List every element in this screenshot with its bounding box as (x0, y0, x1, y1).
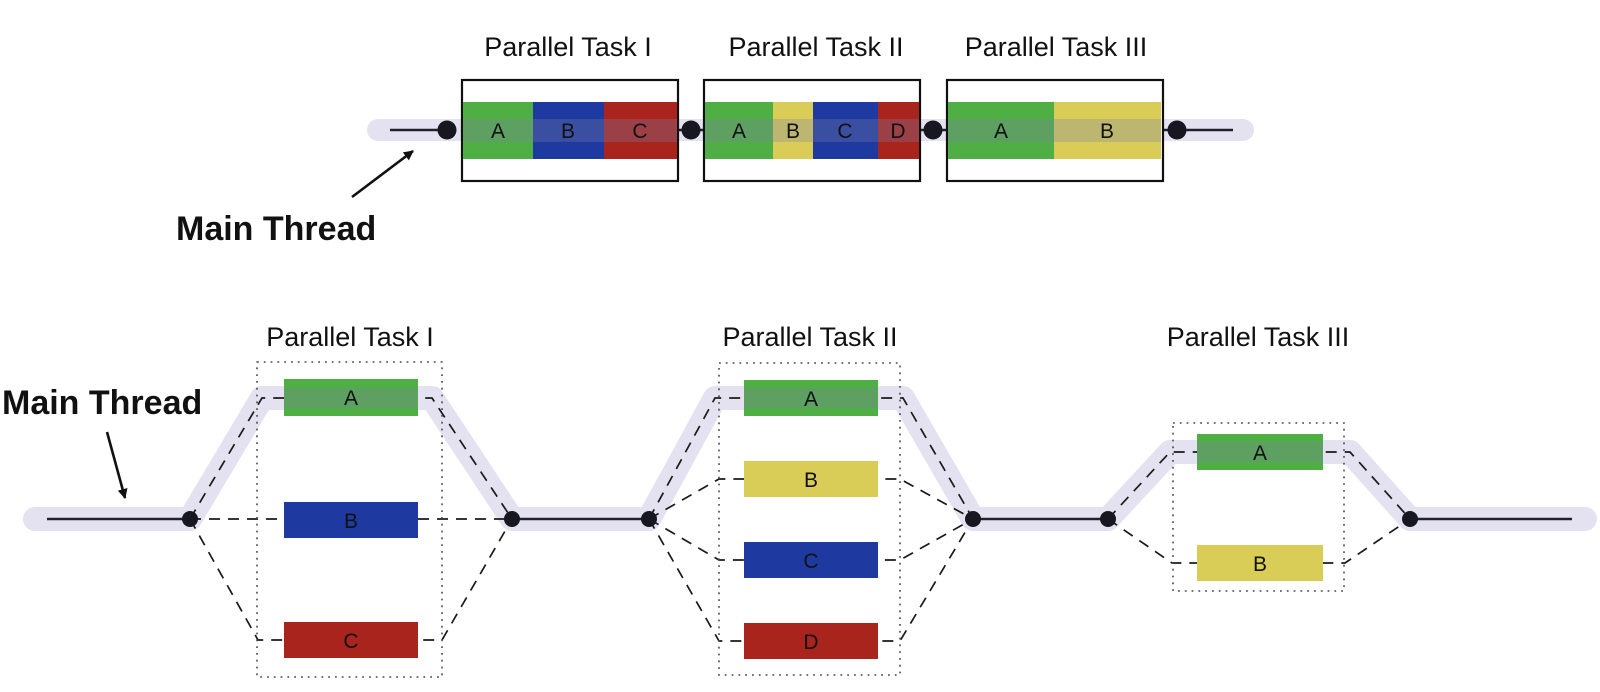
bar-label: A (804, 388, 818, 411)
task-bar (284, 379, 418, 416)
fork-join-dot (1402, 511, 1418, 527)
dashed-fork-link (1107, 518, 1411, 564)
task-title: Parallel Task I (266, 322, 434, 352)
task-bar (744, 380, 878, 416)
dotted-task-box (718, 362, 901, 676)
segment-rect (773, 102, 813, 159)
thread-overlay-strip (1197, 442, 1323, 462)
task-title: Parallel Task III (965, 32, 1148, 62)
main-thread-label: Main Thread (2, 384, 202, 422)
segment-label: C (632, 120, 647, 143)
task-bar (284, 622, 418, 658)
segment-rect (878, 102, 919, 159)
segment-label: A (732, 120, 746, 143)
dashed-fork-link (189, 397, 513, 520)
task-bar (1197, 545, 1323, 581)
segment-label: C (837, 120, 852, 143)
bar-label: A (344, 387, 358, 410)
task-bar (1197, 434, 1323, 470)
fork-join-dot (182, 511, 198, 527)
fork-join-dot (1100, 511, 1116, 527)
thread-overlay-strip (284, 388, 418, 408)
fork-join-dot (437, 120, 457, 140)
bar-label: A (1253, 442, 1267, 465)
bar-label: D (803, 631, 818, 654)
task-title: Parallel Task II (728, 32, 903, 62)
thread-overlay-strip (948, 119, 1161, 142)
segment-rect (813, 102, 878, 159)
fork-join-dot (965, 511, 981, 527)
segment-rect (463, 102, 533, 159)
arrow-annotation (351, 149, 414, 199)
dashed-fork-link (648, 518, 974, 642)
bar-label: B (1253, 553, 1267, 576)
thread-overlay-strip (463, 119, 677, 142)
task-title: Parallel Task I (484, 32, 652, 62)
segment-label: B (1100, 120, 1114, 143)
segment-label: B (786, 120, 800, 143)
task-bar (744, 542, 878, 578)
bottom-diagram: A B C A B C D A B Parallel Task I Parall… (2, 322, 1597, 678)
fork-join-dot (923, 120, 943, 140)
bar-label: C (343, 630, 358, 653)
segment-rect (948, 102, 1054, 159)
segment-label: D (890, 120, 905, 143)
segment-rect (604, 102, 677, 159)
task-bar (744, 623, 878, 659)
top-diagram: A B C A B C D A B Parallel Task I Parall… (176, 32, 1254, 248)
segment-label: A (994, 120, 1008, 143)
thread-overlay-strip (744, 388, 878, 408)
fork-join-dot (681, 120, 701, 140)
dotted-task-box (256, 361, 443, 678)
segment-rect (705, 102, 773, 159)
fork-join-dot (641, 511, 657, 527)
task-bar (744, 461, 878, 497)
fork-join-dot (1167, 120, 1187, 140)
main-thread-label: Main Thread (176, 210, 376, 248)
segment-rect (533, 102, 604, 159)
bar-label: C (803, 550, 818, 573)
fork-join-dot (504, 511, 520, 527)
arrow-annotation (105, 431, 128, 499)
bar-label: B (804, 469, 818, 492)
task-title: Parallel Task III (1167, 322, 1350, 352)
segment-label: A (491, 120, 505, 143)
thread-band (23, 386, 1597, 531)
task-title: Parallel Task II (722, 322, 897, 352)
segment-label: B (561, 120, 575, 143)
bar-label: B (344, 510, 358, 533)
thread-overlay-strip (705, 119, 919, 142)
segment-rect (1054, 102, 1161, 159)
task-bar (284, 502, 418, 538)
